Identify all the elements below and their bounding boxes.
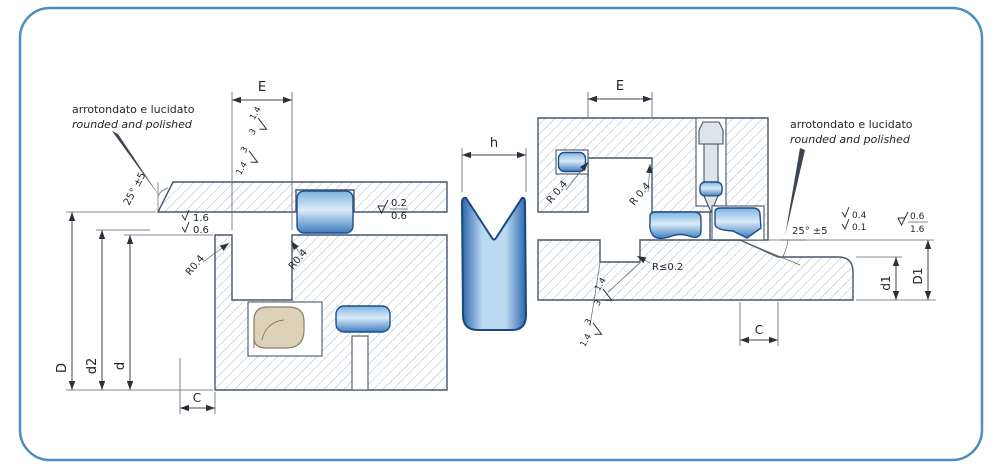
left-dim-E: E (258, 80, 266, 95)
seal-profile-view: h (460, 136, 528, 331)
left-view: arrotondato e lucidato rounded and polis… (55, 80, 448, 414)
right-dim-d1: d1 (879, 275, 893, 290)
left-guide-element (253, 306, 305, 349)
svg-text:3: 3 (239, 145, 250, 155)
left-dim-C: C (193, 391, 201, 405)
radius-leader (290, 240, 303, 257)
right-rod-section (537, 239, 854, 301)
left-cylinder-section (156, 181, 448, 213)
svg-text:0.4: 0.4 (852, 211, 867, 221)
right-chamfer-angle: 25° ±5 (792, 226, 828, 237)
seal-cross-section (460, 196, 528, 331)
right-dim-C: C (755, 323, 763, 337)
left-slot (351, 335, 369, 391)
right-dim-D1: D1 (911, 268, 925, 285)
left-dim-d: d (113, 362, 128, 370)
svg-text:0.6: 0.6 (391, 211, 407, 222)
svg-text:3: 3 (593, 298, 604, 308)
svg-text:3: 3 (583, 317, 594, 327)
rough-leader (607, 262, 641, 293)
left-installed-seal (296, 190, 354, 234)
bolt-head (698, 121, 724, 145)
radius-leader (202, 242, 230, 263)
right-radius-max: R≤0.2 (652, 262, 683, 273)
finish-mark-chamfer: 0.4 0.1 (841, 206, 867, 233)
svg-text:1.6: 1.6 (193, 213, 209, 224)
right-installed-seal (649, 211, 702, 240)
wiper-seal (714, 207, 762, 239)
finish-mark-chamfer: 1.6 0.6 (181, 209, 209, 236)
svg-text:0.6: 0.6 (193, 225, 209, 236)
rough-leader (589, 262, 601, 327)
right-note-english: rounded and polished (790, 133, 911, 146)
right-view: E R 0.4 R 0.4 arrotondato e lucidato rou… (537, 79, 936, 349)
svg-text:0.2: 0.2 (391, 198, 407, 209)
angle-chamfer-line (739, 239, 801, 266)
left-dim-d2: d2 (85, 358, 100, 375)
svg-text:1.6: 1.6 (910, 225, 925, 235)
radius-leader (565, 161, 589, 191)
right-dim-E: E (616, 79, 624, 94)
left-guide-contour (261, 319, 285, 341)
svg-text:0.6: 0.6 (910, 212, 925, 222)
left-dim-D: D (55, 363, 70, 373)
finish-mark-end: 0.6 1.6 (897, 211, 928, 235)
radius-leader (636, 255, 651, 264)
right-note-italian: arrotondato e lucidato (790, 118, 913, 131)
middle-dim-h: h (490, 136, 498, 151)
svg-text:0.1: 0.1 (852, 223, 866, 233)
svg-text:3: 3 (248, 127, 259, 137)
angle-arc (157, 187, 169, 197)
left-note-leader (112, 131, 160, 197)
left-secondary-seal (335, 305, 391, 333)
left-note-italian: arrotondato e lucidato (72, 103, 195, 116)
right-small-seal (557, 151, 587, 173)
radius-leader (646, 163, 653, 193)
left-note-english: rounded and polished (72, 118, 193, 131)
bolt-seal-ring (699, 181, 723, 197)
right-note-leader (785, 148, 805, 236)
finish-mark-bore: 0.2 0.6 (377, 198, 408, 222)
bolt-tip (703, 195, 719, 214)
bolt-shaft (703, 143, 719, 185)
